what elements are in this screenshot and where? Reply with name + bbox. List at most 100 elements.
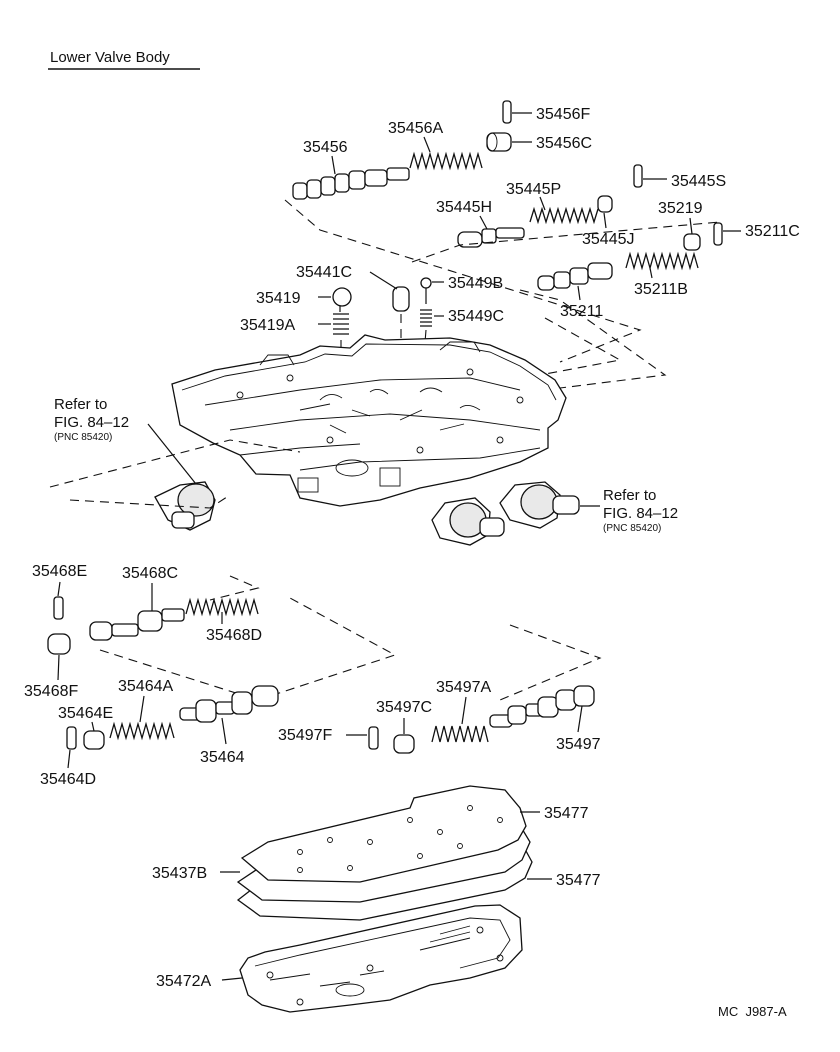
plug-part-35445J (597, 195, 613, 213)
refer-left-line3: (PNC 85420) (54, 432, 112, 443)
separator-plate-35477-upper (240, 785, 527, 883)
label-35211: 35211 (560, 303, 603, 320)
label-35456F: 35456F (536, 106, 590, 123)
label-35497C: 35497C (376, 699, 432, 716)
spring-part-35449C (420, 309, 432, 327)
label-35456C: 35456C (536, 135, 592, 152)
plug-part-35441C (392, 286, 410, 312)
label-35441C: 35441C (296, 264, 352, 281)
ref-line-35445 (411, 221, 721, 263)
pin-part-35497F (368, 726, 379, 750)
label-35477-upper: 35477 (544, 805, 589, 822)
leader-35468F (57, 654, 60, 681)
label-35468C: 35468C (122, 565, 178, 582)
label-35211C: 35211C (745, 223, 800, 240)
valve-part-35456 (292, 167, 410, 200)
pin-part-35464D (66, 726, 77, 750)
pin-part-35445S (633, 164, 643, 188)
label-35464E: 35464E (58, 705, 113, 722)
leader-35219 (689, 217, 693, 235)
spring-part-35445P (529, 206, 599, 225)
spring-part-35464A (109, 721, 175, 741)
label-35456: 35456 (303, 139, 348, 156)
figure-code: MC J987-A (718, 1004, 787, 1019)
ref-line-35456 (284, 199, 642, 363)
leader-35464 (221, 717, 227, 745)
ref-line-35497 (499, 624, 602, 701)
plug-part-35219 (683, 233, 701, 251)
label-35497F: 35497F (278, 727, 332, 744)
spring-part-35419A (333, 313, 349, 335)
label-35445H: 35445H (436, 199, 492, 216)
ball-part-35449B (420, 277, 432, 304)
spring-part-35211B (625, 251, 699, 271)
leader-35211B (649, 267, 653, 279)
valve-part-35211 (537, 262, 613, 291)
label-35468D: 35468D (206, 627, 262, 644)
leader-35456 (331, 155, 336, 175)
label-35445S: 35445S (671, 173, 726, 190)
solenoid-left (154, 481, 216, 531)
label-35472A: 35472A (156, 973, 211, 990)
refer-right-line3: (PNC 85420) (603, 523, 661, 534)
ref-line-solenoid-left (49, 439, 301, 488)
solenoid-right-a (431, 497, 505, 546)
lower-valve-body-housing (171, 334, 567, 507)
ball-part-35419 (332, 287, 352, 312)
solenoid-right-b (499, 481, 580, 529)
label-35464: 35464 (200, 749, 245, 766)
leader-35441C (369, 271, 398, 290)
diagram-title: Lower Valve Body (50, 49, 170, 66)
label-35219: 35219 (658, 200, 703, 217)
plug-part-35464E (83, 730, 105, 750)
label-35419: 35419 (256, 290, 301, 307)
spring-part-35456A (409, 151, 483, 171)
leader-refer-left (147, 423, 197, 485)
label-35464D: 35464D (40, 771, 96, 788)
label-35456A: 35456A (388, 120, 443, 137)
ref-line-35211 (519, 289, 667, 389)
leader-35464A (139, 695, 145, 723)
leader-35497 (577, 705, 583, 733)
valve-body-cover-35472A (239, 904, 523, 1013)
leader-35464E (91, 721, 95, 732)
refer-left-line2: FIG. 84–12 (54, 414, 129, 431)
refer-left-line1: Refer to (54, 396, 107, 413)
valve-part-35497 (489, 685, 595, 728)
label-35449B: 35449B (448, 275, 503, 292)
ref-line-solenoid-left-b (69, 494, 231, 509)
plug-part-35468F (47, 633, 71, 655)
leader-35497A (461, 696, 467, 725)
leader-35445P (539, 196, 546, 211)
valve-part-35468C (89, 608, 185, 641)
pin-part-35211C (713, 222, 723, 246)
spring-part-35497A (431, 725, 489, 743)
spring-part-35468D (185, 597, 259, 617)
label-35497A: 35497A (436, 679, 491, 696)
label-35477-lower: 35477 (556, 872, 601, 889)
label-35437B: 35437B (152, 865, 207, 882)
ref-line-35468-b (99, 597, 397, 701)
valve-part-35464 (179, 685, 279, 723)
leader-35456A (423, 136, 431, 153)
label-35445J: 35445J (582, 231, 635, 248)
plug-part-35497C (393, 734, 415, 754)
ref-line-35468 (209, 575, 260, 601)
plug-part-35456C (486, 132, 512, 152)
valve-part-35445H (457, 227, 525, 248)
ref-line-35211-b (539, 317, 622, 376)
pin-part-35456F (502, 100, 512, 124)
label-35468E: 35468E (32, 563, 87, 580)
label-35464A: 35464A (118, 678, 173, 695)
pin-part-35468E (53, 596, 64, 620)
leader-35472A (221, 977, 243, 981)
label-35211B: 35211B (634, 281, 688, 298)
leader-35468E (57, 581, 61, 597)
leader-35445J (603, 212, 607, 229)
label-35497: 35497 (556, 736, 601, 753)
label-35468F: 35468F (24, 683, 78, 700)
refer-right-line2: FIG. 84–12 (603, 505, 678, 522)
leader-35211 (577, 285, 581, 301)
leader-35445H (479, 215, 488, 230)
